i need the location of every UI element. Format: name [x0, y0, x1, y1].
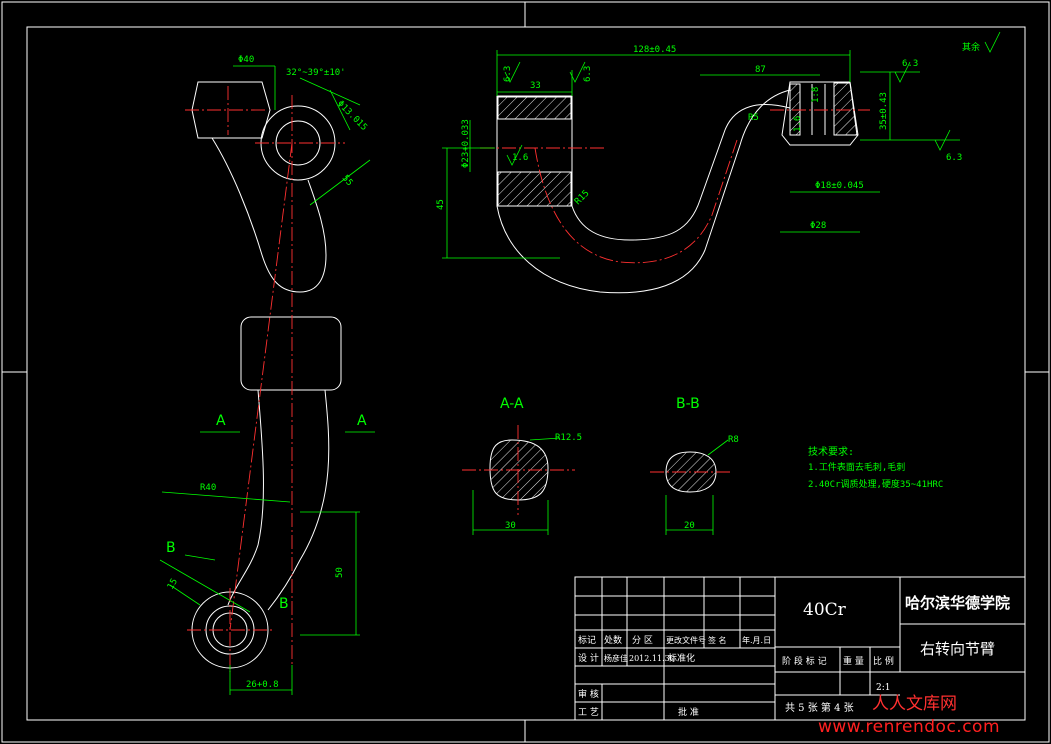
watermark-url[interactable]: www.renrendoc.com [818, 717, 1001, 737]
label-b-right: B [279, 596, 289, 612]
notes-line2: 2.40Cr调质处理,硬度35~41HRC [808, 478, 943, 490]
dim-r63d: 6.3 [946, 153, 962, 163]
label-b-left: B [166, 540, 176, 556]
notes-title: 技术要求: [808, 445, 854, 458]
design-date: 2012.11.30 [629, 654, 675, 663]
dim-d40: Φ40 [238, 55, 254, 65]
material: 40Cr [803, 600, 847, 620]
label-a-right: A [357, 413, 367, 429]
label-a-left: A [216, 413, 226, 429]
dim-r5: R5 [748, 113, 759, 123]
dim-r16: 1.6 [512, 153, 528, 163]
dim-len128: 128±0.45 [633, 45, 676, 55]
dim-bore: Φ13.015 [335, 99, 369, 133]
technical-notes: 技术要求: 1.工件表面去毛刺,毛刺 2.40Cr调质处理,硬度35~41HRC [808, 445, 943, 490]
header-count: 处数 [604, 634, 622, 646]
dim-r16b: 1.6 [793, 116, 803, 132]
dim-e8: R8 [728, 435, 739, 445]
section-bb-title: B-B [676, 396, 700, 412]
dim-h50: 50 [335, 567, 345, 578]
header-weight: 重 量 [843, 655, 864, 667]
school-name: 哈尔滨华德学院 [905, 594, 1010, 612]
dim-d55: 55 [340, 174, 355, 189]
section-aa: A-A R12.5 30 [462, 396, 582, 535]
header-process: 工 艺 [578, 707, 599, 718]
dim-len87: 87 [755, 65, 766, 75]
rest-roughness: 其余 [962, 41, 980, 53]
collar [240, 316, 342, 391]
dim-r40: R40 [200, 483, 216, 493]
header-approve: 批 准 [678, 706, 699, 718]
dim-d26: 26+0.8 [246, 680, 279, 690]
header-stage: 阶 段 标 记 [782, 655, 827, 667]
header-review: 审 核 [578, 688, 599, 700]
sheet-count: 共 5 张 第 4 张 [785, 701, 854, 714]
dim-slope: 1:8 [811, 87, 821, 103]
dim-w30: 30 [505, 521, 516, 531]
dim-r63c: 6.3 [902, 59, 918, 69]
ball-socket-inner [275, 120, 321, 166]
scale: 2:1 [876, 683, 890, 693]
dim-d18: Φ18±0.045 [815, 181, 864, 191]
section-aa-title: A-A [500, 396, 524, 412]
dim-h45: 45 [436, 199, 446, 210]
header-std: 标准化 [668, 652, 695, 664]
notes-line1: 1.工件表面去毛刺,毛刺 [808, 461, 905, 473]
header-doc: 更改文件号 [666, 635, 706, 645]
dim-angle: 32°~39°±10' [286, 68, 346, 78]
side-view: 128±0.45 87 33 6.3 6.3 6.3 6.3 1.6 1.6 Φ… [436, 31, 1001, 294]
header-date: 年.月.日 [742, 635, 771, 645]
dim-r63a: 6.3 [503, 66, 513, 82]
header-sign: 签 名 [708, 635, 727, 645]
header-design: 设 计 [578, 652, 599, 664]
dim-r63b: 6.3 [583, 66, 593, 82]
watermark-site-name: 人人文库网 [872, 694, 957, 714]
dim-r15: R15 [573, 189, 592, 208]
section-bb: B-B R8 20 [650, 396, 739, 535]
dim-len33: 33 [530, 81, 541, 91]
designer-name: 杨彦佳 [604, 653, 628, 663]
dim-d28: Φ28 [810, 221, 826, 231]
dim-e125: R12.5 [555, 433, 582, 443]
front-view: Φ40 32°~39°±10' Φ13.015 55 R40 50 15 26+… [159, 55, 375, 695]
header-zone: 分 区 [632, 635, 653, 646]
dim-d15: 15 [166, 577, 180, 591]
dim-d23: Φ23+0.033 [461, 119, 471, 168]
header-ratio: 比 例 [873, 655, 894, 667]
part-name: 右转向节臂 [920, 640, 995, 658]
dim-w20: 20 [684, 521, 695, 531]
header-mark: 标记 [578, 634, 596, 646]
title-block: 40Cr 哈尔滨华德学院 右转向节臂 2:1 共 5 张 第 4 张 标记 处数… [574, 576, 1026, 721]
dim-h35: 35±0.43 [879, 92, 889, 130]
